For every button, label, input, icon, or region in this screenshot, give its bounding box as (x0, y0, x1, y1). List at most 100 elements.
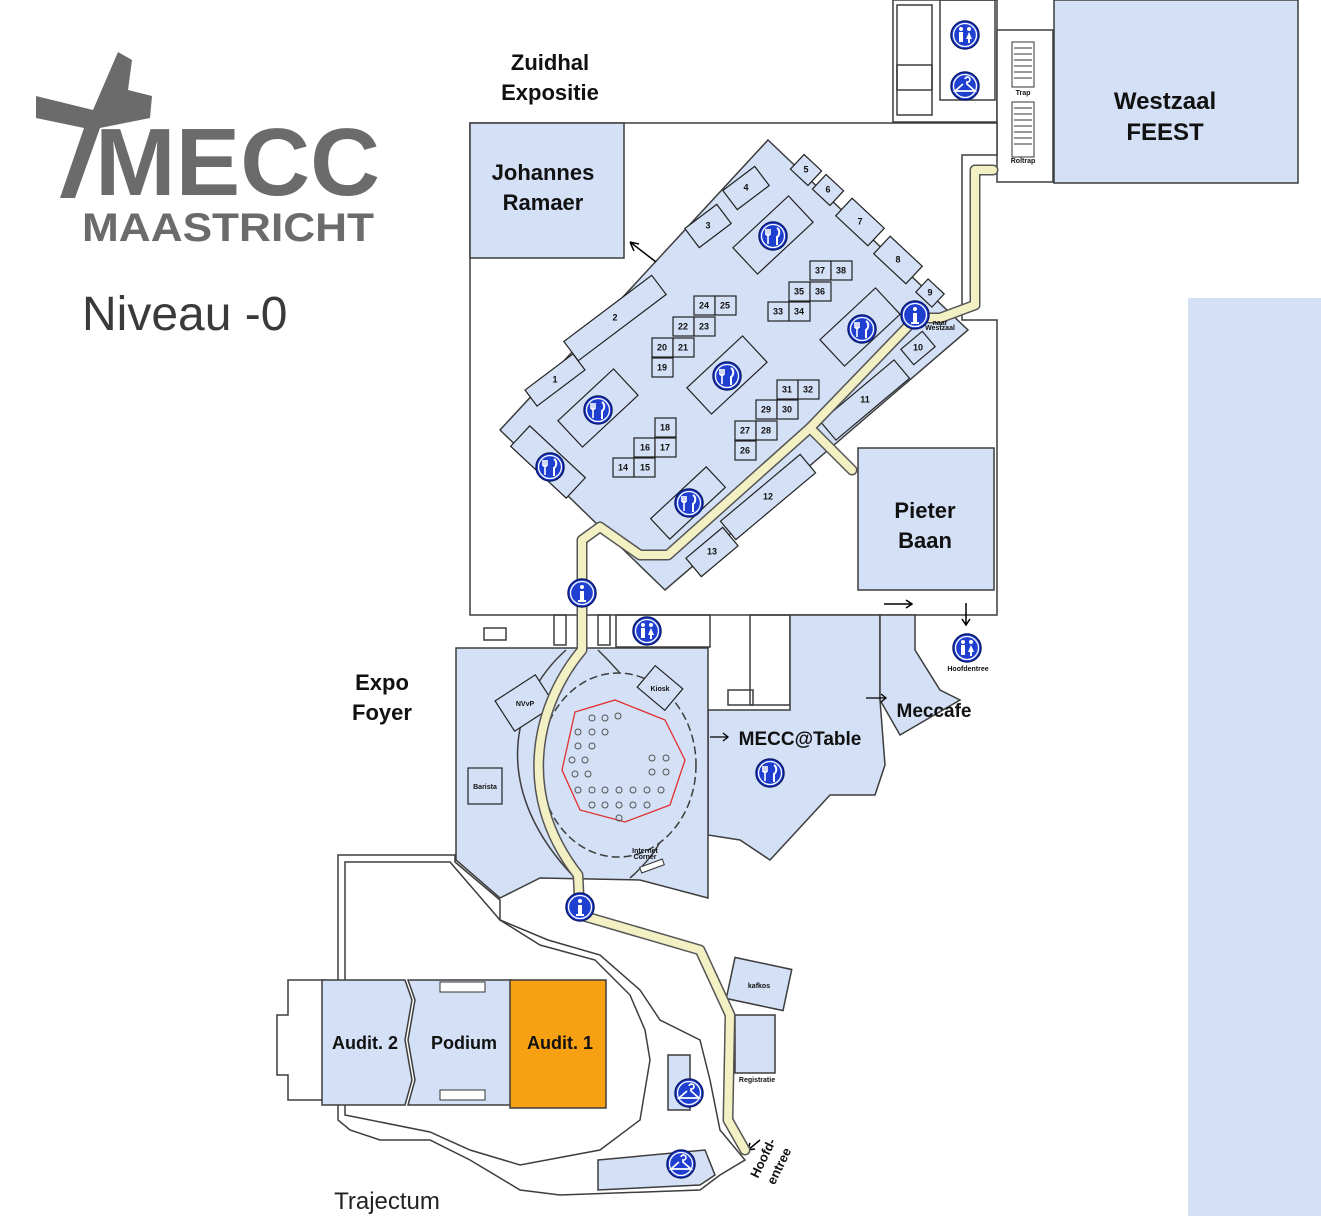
booth-29-label: 29 (761, 404, 771, 414)
booth-18[interactable] (654, 417, 677, 438)
direction-arrow-east (884, 599, 914, 609)
stand-barista[interactable] (467, 767, 503, 805)
booth-9[interactable] (914, 278, 946, 308)
audit-2-label: Audit. 2 (332, 1033, 398, 1053)
cloakroom-icon[interactable] (666, 1149, 696, 1179)
booth-7[interactable] (834, 197, 886, 247)
restaurant-icon[interactable] (847, 314, 877, 344)
booth-4[interactable] (721, 165, 771, 211)
room-audit-2[interactable] (321, 979, 413, 1106)
booth-19[interactable] (651, 357, 674, 378)
booth-1[interactable] (524, 353, 586, 407)
stand-kiosk[interactable]: Kiosk (636, 664, 684, 712)
booth-23[interactable] (693, 316, 716, 337)
booth-36[interactable] (809, 281, 832, 302)
room-westzaal (1053, 0, 1299, 184)
booth-30[interactable] (776, 399, 799, 420)
booth-26[interactable] (734, 440, 757, 461)
booth-20-label: 20 (657, 342, 667, 352)
stand-nvvp[interactable]: NVvP (494, 674, 556, 732)
restaurant-icon[interactable] (758, 221, 788, 251)
booth-13[interactable] (685, 526, 739, 578)
booth-38[interactable] (830, 260, 853, 281)
direction-arrow-mecc-table (710, 732, 730, 742)
room-audit-1[interactable] (509, 979, 607, 1109)
booth-12[interactable] (719, 453, 817, 541)
garderobe-label: kafkos (748, 983, 770, 990)
nvvp-label: NVvP (516, 701, 535, 708)
level-title: Niveau -0 (82, 288, 287, 341)
booth-28-label: 28 (761, 425, 771, 435)
booth-15[interactable] (633, 457, 656, 478)
johannes-label-1: Johannes (492, 160, 595, 185)
restaurant-icon[interactable] (535, 452, 565, 482)
johannes-label-2: Ramaer (503, 190, 584, 215)
info-icon[interactable] (567, 578, 597, 608)
booth-13-label: 13 (707, 546, 717, 556)
booth-6-label: 6 (825, 184, 830, 194)
booth-25[interactable] (714, 295, 737, 316)
room-johannes-ramaer (469, 122, 625, 259)
internet-corner-label-2: Corner (634, 854, 657, 861)
booth-22-label: 22 (678, 321, 688, 331)
booth-8[interactable] (872, 235, 924, 285)
logo-star-mark (36, 52, 152, 198)
hall-audit-2-wings (276, 979, 326, 1101)
meccafe-label: Meccafe (897, 701, 972, 722)
cloakroom-icon[interactable] (674, 1078, 704, 1108)
seating-boundary (561, 699, 686, 823)
room-meccafe (879, 614, 962, 737)
internet-corner-label-1: Internet (632, 848, 658, 855)
booth-35-label: 35 (794, 286, 804, 296)
booth-5[interactable] (789, 153, 823, 187)
exit-arrow (629, 241, 657, 263)
booth-2-label: 2 (612, 312, 617, 322)
internet-corner-desk (639, 858, 665, 874)
booth-8-label: 8 (895, 254, 900, 264)
info-icon[interactable] (565, 892, 595, 922)
perimeter-booths: 1 2 3 4 5 6 7 8 9 10 11 12 13 (524, 153, 946, 578)
booth-34-label: 34 (794, 306, 804, 316)
restaurant-icon[interactable] (583, 395, 613, 425)
booth-2[interactable] (563, 274, 667, 362)
booth-11[interactable] (819, 359, 911, 441)
hoofdentree-label: Hoofdentree (947, 666, 988, 673)
booth-21[interactable] (672, 337, 695, 358)
cloakroom-icon[interactable] (950, 71, 980, 101)
booth-6[interactable] (811, 173, 845, 207)
expo-foyer-label-1: Expo (355, 670, 409, 695)
booth-1-label: 1 (552, 374, 557, 384)
service-area-north: Trap Roltrap (892, 0, 1054, 183)
restroom-icon[interactable] (952, 633, 982, 663)
booth-31-label: 31 (782, 384, 792, 394)
naar-westzaal-label-1: naar (933, 320, 948, 327)
booth-34[interactable] (788, 301, 811, 322)
mecc-logo: MECC MAASTRICHT (36, 52, 380, 250)
pieter-label-1: Pieter (894, 498, 956, 523)
westzaal-label-1: Westzaal (1114, 88, 1216, 115)
booth-32[interactable] (797, 379, 820, 400)
booth-12-label: 12 (763, 491, 773, 501)
pieter-label-2: Baan (898, 528, 952, 553)
restroom-icon[interactable] (950, 20, 980, 50)
registratie-label: Registratie (739, 1077, 775, 1084)
restaurant-icon[interactable] (755, 758, 785, 788)
registration-desk (734, 1014, 776, 1074)
booth-28[interactable] (755, 420, 778, 441)
logo-brand-text: MECC (95, 109, 380, 216)
restaurant-icon[interactable] (712, 361, 742, 391)
restaurant-icon[interactable] (674, 488, 704, 518)
booth-32-label: 32 (803, 384, 813, 394)
zuidhal-label-1: Zuidhal (511, 50, 589, 75)
podium-label: Podium (431, 1033, 497, 1053)
seating-dots (568, 712, 670, 822)
booth-10[interactable] (900, 330, 936, 366)
booth-17[interactable] (654, 437, 677, 458)
label-roltrap: Roltrap (1011, 158, 1036, 165)
restroom-icon[interactable] (632, 616, 662, 646)
booth-5-label: 5 (803, 164, 808, 174)
booth-33-label: 33 (773, 306, 783, 316)
booth-3[interactable] (683, 203, 733, 249)
